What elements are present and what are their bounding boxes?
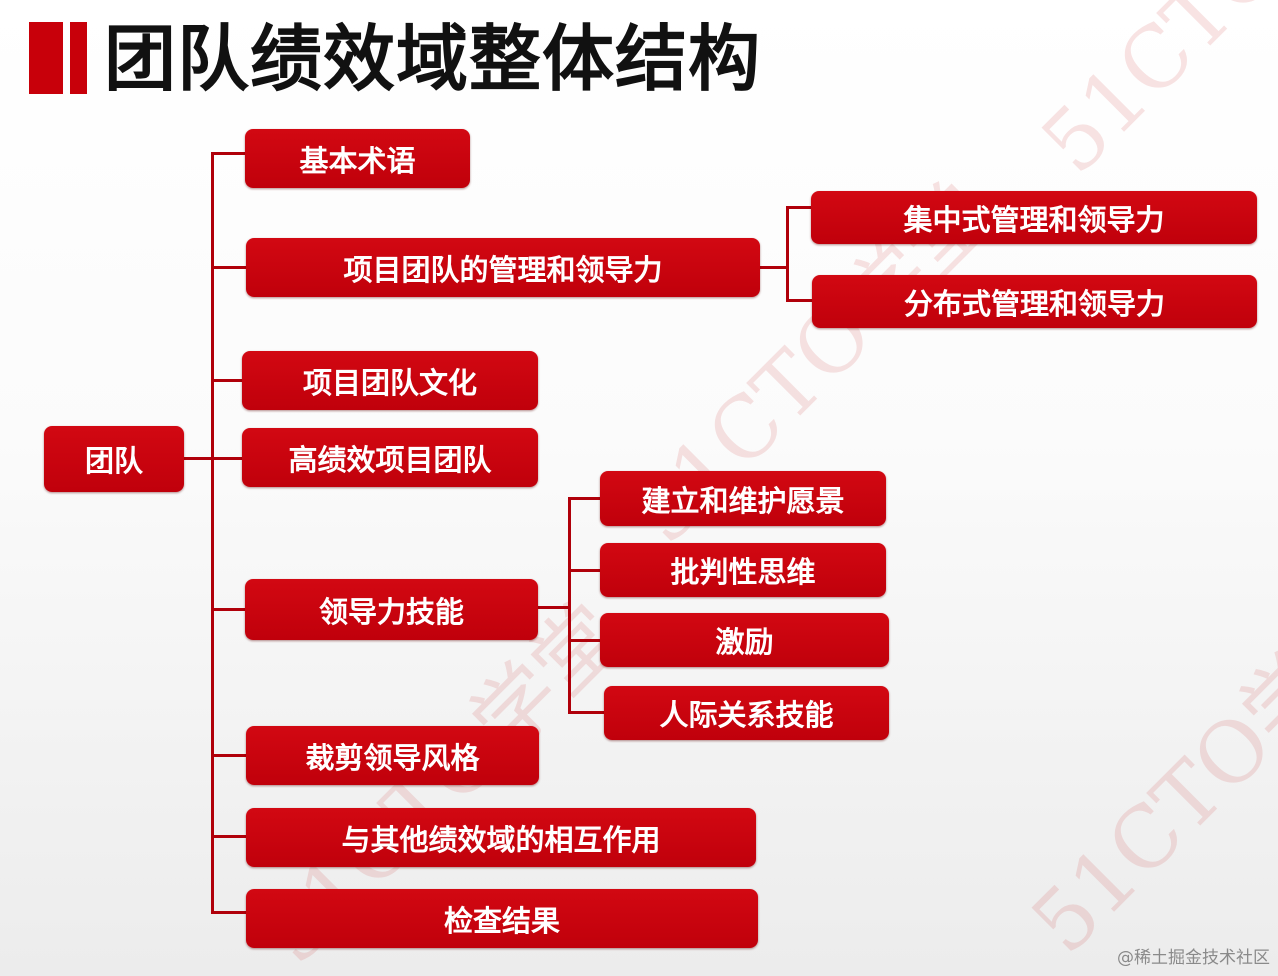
connector-line (211, 379, 242, 382)
sub-node: 激励 (600, 613, 889, 667)
sub-node: 批判性思维 (600, 543, 886, 597)
sub-node: 建立和维护愿景 (600, 471, 886, 526)
branch-node: 检查结果 (246, 889, 758, 948)
root-node: 团队 (44, 426, 184, 492)
connector-line (786, 206, 789, 302)
footer-credit: @稀土掘金技术社区 (1117, 948, 1270, 968)
connector-line (211, 911, 246, 914)
connector-line (568, 497, 571, 714)
branch-node: 项目团队文化 (242, 351, 538, 410)
connector-line (211, 266, 247, 269)
connector-line (538, 606, 570, 609)
sub-node: 人际关系技能 (604, 686, 889, 740)
title-accent-bar (70, 22, 87, 94)
connector-line (568, 711, 604, 714)
branch-node: 与其他绩效域的相互作用 (246, 808, 756, 867)
connector-line (211, 152, 246, 155)
connector-line (211, 608, 245, 611)
branch-node: 领导力技能 (245, 579, 538, 640)
connector-line (760, 266, 788, 269)
connector-line (786, 206, 812, 209)
branch-node: 高绩效项目团队 (242, 428, 538, 487)
watermark-text: 51CTO学堂 (1010, 0, 1278, 196)
connector-line (211, 835, 246, 838)
sub-node: 分布式管理和领导力 (812, 275, 1257, 328)
connector-line (568, 569, 600, 572)
title-accent-bar (29, 22, 63, 94)
sub-node: 集中式管理和领导力 (811, 191, 1257, 244)
connector-line (183, 457, 213, 460)
connector-line (568, 497, 600, 500)
connector-line (786, 299, 813, 302)
connector-line (211, 457, 242, 460)
connector-line (211, 152, 214, 914)
connector-line (211, 754, 246, 757)
branch-node: 裁剪领导风格 (246, 726, 539, 785)
connector-line (568, 639, 600, 642)
branch-node: 基本术语 (245, 129, 470, 188)
branch-node: 项目团队的管理和领导力 (246, 238, 760, 297)
page-title: 团队绩效域整体结构 (104, 17, 762, 101)
watermark-text: 51CTO学堂 (1012, 574, 1278, 973)
